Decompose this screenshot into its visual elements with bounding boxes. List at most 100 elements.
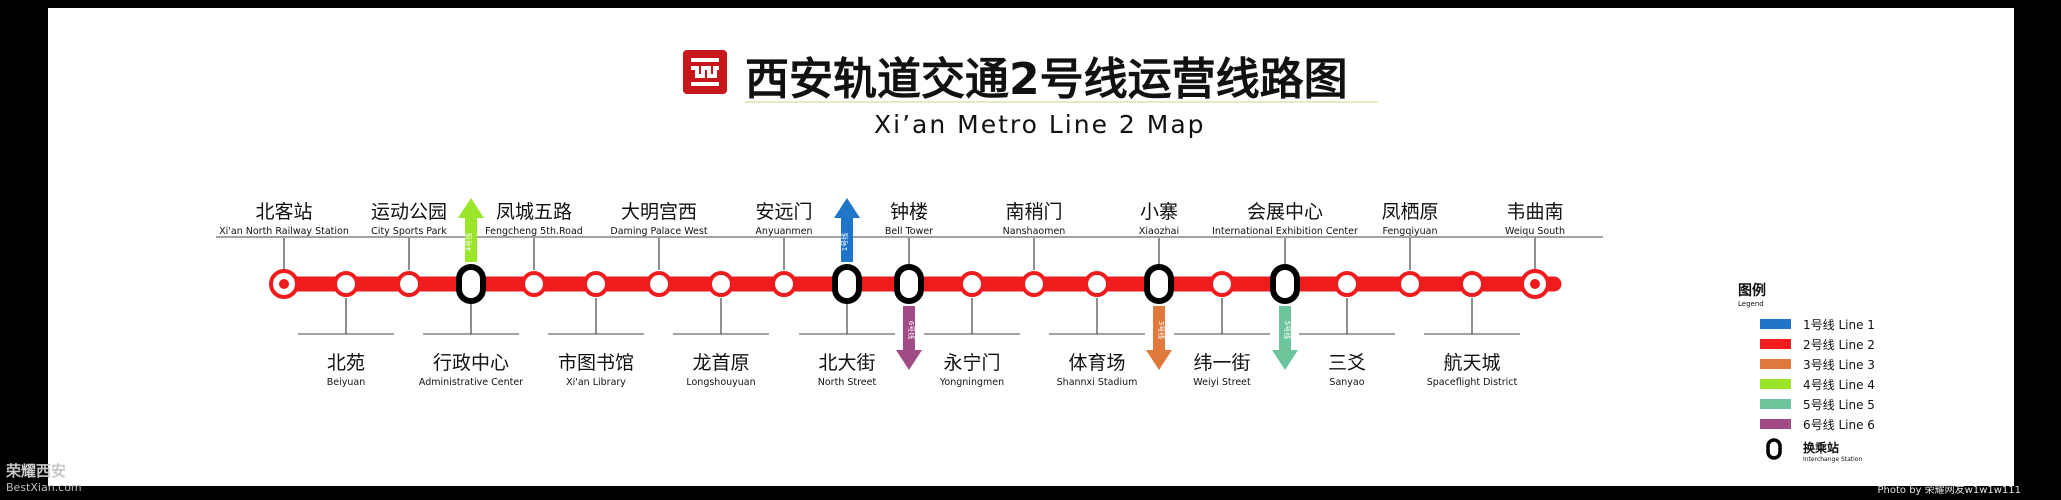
transfer-arrow (458, 198, 484, 262)
station-marker (646, 271, 672, 297)
station-name-zh: 行政中心 (433, 352, 509, 374)
legend-label: 6号线 Line 6 (1803, 418, 1875, 432)
arrow-shaft (1279, 306, 1291, 352)
station-marker (1209, 271, 1235, 297)
arrow-head (834, 198, 860, 218)
station-name-en: Shannxi Stadium (1057, 377, 1138, 388)
station-name-en: Longshouyuan (686, 377, 755, 388)
station-name-en: Sanyao (1329, 377, 1364, 388)
station-name-en: Xi'an Library (566, 377, 626, 388)
legend-label: 2号线 Line 2 (1803, 338, 1875, 352)
station-name-en: Bell Tower (885, 226, 933, 237)
station-name-zh: 航天城 (1443, 352, 1500, 374)
metro-logo-icon (683, 50, 727, 94)
station-marker (333, 271, 359, 297)
station-name-en: Anyuanmen (755, 226, 812, 237)
terminal-dot (1530, 279, 1540, 289)
station-marker (771, 271, 797, 297)
station-name-en: Administrative Center (419, 377, 523, 388)
station-marker (1334, 271, 1360, 297)
transfer-label: 4号线 (464, 233, 473, 251)
legend-label: 1号线 Line 1 (1803, 318, 1875, 332)
station-name-zh: 纬一街 (1193, 352, 1250, 374)
station-name-en: City Sports Park (371, 226, 447, 237)
station-name-zh: 龙首原 (692, 352, 749, 374)
legend-swatch (1760, 339, 1791, 349)
transfer-label: 3号线 (1157, 321, 1166, 339)
transfer-label: 5号线 (1283, 321, 1292, 339)
station-name-zh: 北客站 (255, 201, 312, 223)
station-name-en: Nanshaomen (1003, 226, 1066, 237)
station-marker (1021, 271, 1047, 297)
transfer-label: 6号线 (907, 321, 916, 339)
station-name-zh: 北苑 (327, 352, 365, 374)
station-name-en: Fengcheng 5th.Road (485, 226, 583, 237)
arrow-shaft (1153, 306, 1165, 352)
station-name-en: Daming Palace West (610, 226, 707, 237)
interchange-station-marker (1144, 264, 1174, 304)
terminal-dot (279, 279, 289, 289)
station-name-zh: 钟楼 (890, 201, 928, 223)
station-name-zh: 安远门 (755, 201, 812, 223)
arrow-head (1272, 350, 1298, 370)
legend-swatch (1760, 399, 1791, 409)
legend-title: 图例 (1738, 282, 1766, 299)
legend-swatch (1760, 379, 1791, 389)
station-marker (1084, 271, 1110, 297)
transfer-arrow (1272, 306, 1298, 370)
station-marker (583, 271, 609, 297)
station-name-zh: 小寨 (1140, 201, 1178, 223)
transfer-arrow (896, 306, 922, 370)
station-name-zh: 韦曲南 (1506, 201, 1563, 223)
transfer-arrow (1146, 306, 1172, 370)
station-name-en: Fengqiyuan (1383, 226, 1438, 237)
station-name-zh: 体育场 (1068, 352, 1125, 374)
transfer-label: 1号线 (840, 233, 849, 251)
station-marker (959, 271, 985, 297)
interchange-station-marker (832, 264, 862, 304)
legend-label: 5号线 Line 5 (1803, 398, 1875, 412)
station-name-zh: 永宁门 (943, 352, 1000, 374)
station-name-en: Spaceflight District (1427, 377, 1518, 388)
transfer-arrow (834, 198, 860, 262)
legend-label: 4号线 Line 4 (1803, 378, 1875, 392)
photo-credit: Photo by 荣耀网友w1w1w111 (1877, 485, 2022, 496)
legend-interchange: 换乘站 (1803, 440, 1839, 455)
legend-swatch (1760, 359, 1791, 369)
station-marker (521, 271, 547, 297)
station-name-en: Yongningmen (939, 377, 1004, 388)
arrow-shaft (903, 306, 915, 352)
legend-subtitle: Legend (1738, 300, 1764, 308)
watermark-url: BestXian.com (6, 481, 82, 494)
watermark-logo: 荣耀西安 (6, 462, 67, 480)
station-name-zh: 南稍门 (1005, 201, 1062, 223)
title-en: Xi’an Metro Line 2 Map (874, 110, 1206, 139)
logo-mark (691, 58, 719, 86)
station-name-en: North Street (818, 377, 877, 388)
station-name-zh: 凤城五路 (496, 201, 572, 223)
station-name-zh: 会展中心 (1247, 201, 1323, 223)
legend-interchange-icon (1766, 438, 1782, 460)
station-marker (1397, 271, 1423, 297)
station-marker (708, 271, 734, 297)
interchange-station-marker (894, 264, 924, 304)
legend-interchange-en: Interchange Station (1803, 456, 1862, 463)
arrow-shaft (841, 216, 853, 262)
legend-label: 3号线 Line 3 (1803, 358, 1875, 372)
station-name-zh: 大明宫西 (621, 201, 697, 223)
arrow-head (458, 198, 484, 218)
interchange-station-marker (456, 264, 486, 304)
station-marker (396, 271, 422, 297)
station-name-en: Xiaozhai (1139, 226, 1179, 237)
title-zh: 西安轨道交通2号线运营线路图 (745, 54, 1348, 105)
station-name-en: Xi'an North Railway Station (219, 226, 349, 237)
arrow-shaft (465, 216, 477, 262)
arrow-head (1146, 350, 1172, 370)
station-name-en: Weiyi Street (1193, 377, 1251, 388)
legend-swatch (1760, 319, 1791, 329)
station-name-zh: 市图书馆 (558, 352, 634, 374)
station-name-zh: 运动公园 (371, 201, 447, 223)
legend-swatch (1760, 419, 1791, 429)
metro-map: 西安轨道交通2号线运营线路图 Xi’an Metro Line 2 Map 北客站 X… (216, 50, 1875, 463)
station-name-zh: 三爻 (1328, 352, 1366, 374)
